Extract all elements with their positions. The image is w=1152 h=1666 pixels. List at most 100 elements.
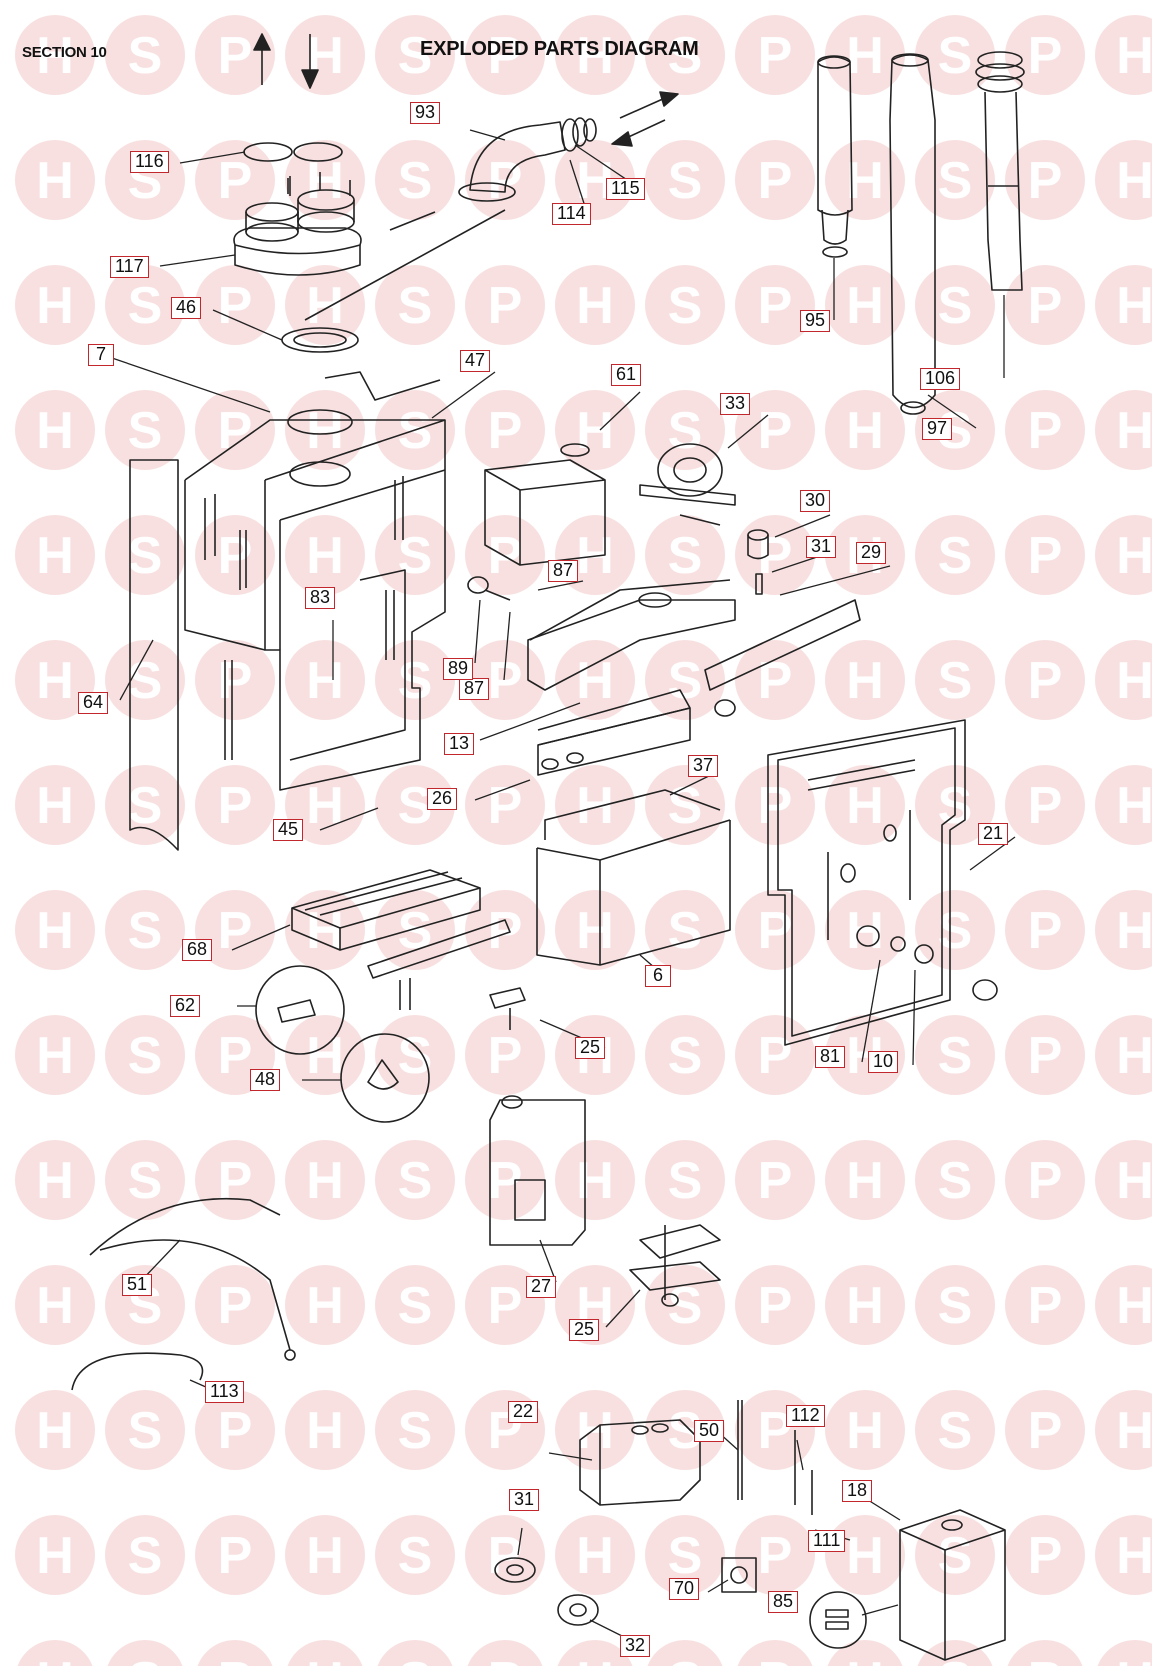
part-callout-47[interactable]: 47 (460, 350, 491, 372)
fan-housing-part (484, 443, 606, 566)
part-callout-13[interactable]: 13 (444, 733, 475, 755)
part-callout-114[interactable]: 114 (552, 203, 591, 225)
part-callout-10[interactable]: 10 (868, 1051, 899, 1073)
part-callout-95[interactable]: 95 (800, 310, 831, 332)
watermark-glyph: S (915, 390, 995, 470)
part-callout-83[interactable]: 83 (305, 587, 336, 609)
svg-text:S: S (128, 652, 163, 710)
part-callout-6[interactable]: 6 (645, 965, 671, 987)
part-callout-21[interactable]: 21 (978, 823, 1009, 845)
svg-text:S: S (398, 1527, 433, 1585)
part-callout-62[interactable]: 62 (170, 995, 201, 1017)
part-callout-111[interactable]: 111 (808, 1530, 846, 1552)
svg-text:P: P (758, 902, 793, 960)
svg-text:H: H (576, 277, 614, 335)
part-callout-85[interactable]: 85 (768, 1591, 799, 1613)
svg-text:H: H (576, 1152, 614, 1210)
svg-text:H: H (846, 652, 884, 710)
watermark-glyph: S (645, 15, 725, 95)
svg-text:P: P (218, 652, 253, 710)
part-callout-50[interactable]: 50 (694, 1420, 725, 1442)
svg-text:P: P (218, 1652, 253, 1666)
svg-text:P: P (488, 777, 523, 835)
svg-text:H: H (306, 1027, 344, 1085)
svg-text:H: H (306, 1277, 344, 1335)
part-callout-113[interactable]: 113 (205, 1381, 244, 1403)
pcb-part (489, 1095, 586, 1246)
part-callout-31[interactable]: 31 (509, 1489, 540, 1511)
watermark-glyph: H (825, 1015, 905, 1095)
watermark-glyph: H (1095, 515, 1152, 595)
watermark-glyph: H (555, 15, 635, 95)
svg-text:P: P (488, 27, 523, 85)
part-callout-22[interactable]: 22 (508, 1401, 539, 1423)
svg-text:P: P (218, 152, 253, 210)
svg-text:S: S (398, 1277, 433, 1335)
svg-text:S: S (398, 1152, 433, 1210)
part-callout-25[interactable]: 25 (569, 1319, 600, 1341)
part-callout-33[interactable]: 33 (720, 393, 751, 415)
part-callout-117[interactable]: 117 (110, 256, 149, 278)
part-callout-89[interactable]: 89 (443, 658, 474, 680)
watermark-glyph: H (15, 1015, 95, 1095)
part-callout-27[interactable]: 27 (526, 1276, 557, 1298)
watermark-glyph: S (647, 1640, 723, 1666)
svg-text:H: H (1116, 902, 1152, 960)
part-callout-18[interactable]: 18 (842, 1480, 873, 1502)
part-callout-81[interactable]: 81 (815, 1046, 846, 1068)
watermark-glyph: P (1005, 390, 1085, 470)
watermark-glyph: S (915, 890, 995, 970)
part-callout-7[interactable]: 7 (88, 344, 114, 366)
part-callout-64[interactable]: 64 (78, 692, 109, 714)
part-callout-106[interactable]: 106 (920, 368, 961, 390)
watermark-glyph: P (195, 765, 275, 845)
part-callout-30[interactable]: 30 (800, 490, 831, 512)
part-callout-70[interactable]: 70 (669, 1578, 700, 1600)
part-callout-46[interactable]: 46 (171, 297, 202, 319)
part-callout-51[interactable]: 51 (122, 1274, 153, 1296)
part-callout-25[interactable]: 25 (575, 1037, 606, 1059)
part-callout-45[interactable]: 45 (273, 819, 304, 841)
part-callout-29[interactable]: 29 (856, 542, 887, 564)
part-callout-31[interactable]: 31 (806, 536, 837, 558)
part-callout-87[interactable]: 87 (548, 560, 579, 582)
heat-exchanger-part (537, 689, 736, 776)
watermark-glyph: P (195, 1265, 275, 1345)
svg-text:H: H (576, 1402, 614, 1460)
part-callout-116[interactable]: 116 (130, 151, 169, 173)
part-callout-97[interactable]: 97 (922, 418, 953, 440)
svg-text:S: S (128, 1652, 163, 1666)
svg-text:S: S (938, 652, 973, 710)
svg-text:P: P (758, 27, 793, 85)
watermark-glyph: S (915, 515, 995, 595)
part-callout-115[interactable]: 115 (606, 178, 645, 200)
watermark-glyph: H (1095, 15, 1152, 95)
watermark-glyph: P (195, 15, 275, 95)
part-callout-37[interactable]: 37 (688, 755, 719, 777)
watermark-glyph: P (1005, 1390, 1085, 1470)
part-callout-87[interactable]: 87 (459, 678, 490, 700)
injector-part (340, 1033, 430, 1123)
part-callout-48[interactable]: 48 (250, 1069, 281, 1091)
part-callout-61[interactable]: 61 (611, 364, 642, 386)
gasket-part (721, 1557, 757, 1593)
svg-text:H: H (1116, 1152, 1152, 1210)
watermark-glyph: P (465, 1140, 545, 1220)
part-callout-112[interactable]: 112 (786, 1405, 825, 1427)
watermark-glyph: P (735, 390, 815, 470)
part-callout-93[interactable]: 93 (410, 102, 441, 124)
watermark-glyph: S (645, 1515, 725, 1595)
watermark-glyph: S (645, 140, 725, 220)
svg-text:H: H (846, 402, 884, 460)
manifold-part (255, 919, 511, 1055)
watermark-glyph: H (15, 265, 95, 345)
watermark-glyph: P (467, 1640, 543, 1666)
svg-text:H: H (36, 277, 74, 335)
part-callout-32[interactable]: 32 (620, 1635, 651, 1657)
watermark-glyph: P (465, 265, 545, 345)
watermark-glyph: H (555, 265, 635, 345)
svg-text:S: S (398, 27, 433, 85)
part-callout-26[interactable]: 26 (427, 788, 458, 810)
svg-text:P: P (488, 1277, 523, 1335)
part-callout-68[interactable]: 68 (182, 939, 213, 961)
